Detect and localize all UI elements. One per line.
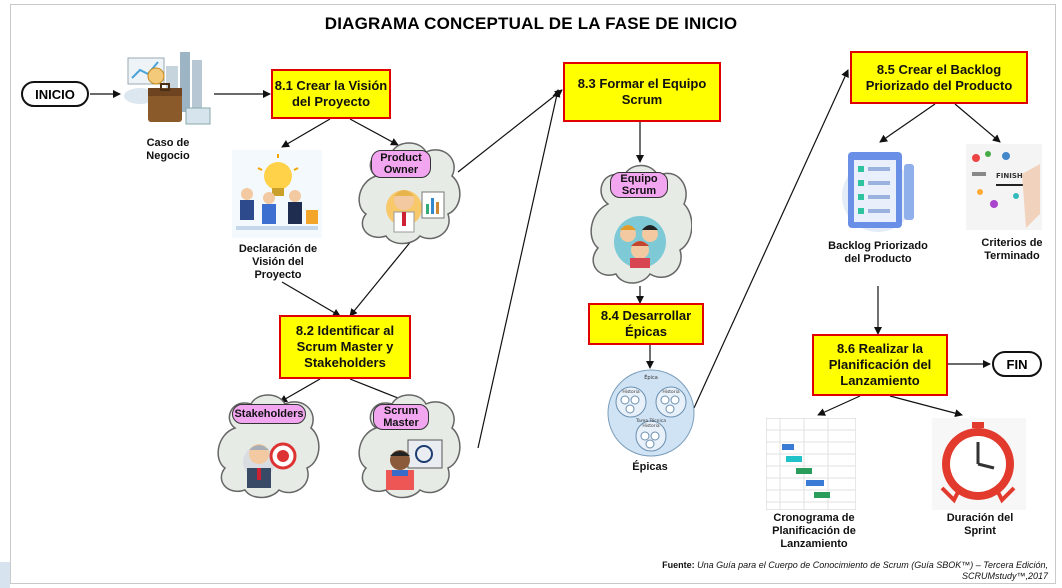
arrow-86-cronograma bbox=[817, 395, 861, 416]
vision-statement-illustration bbox=[232, 150, 322, 238]
caption-caso-negocio: Caso de Negocio bbox=[146, 137, 190, 162]
caption-declaracion-vision: Declaración de Visión del Proyecto bbox=[238, 243, 318, 281]
arrow-productowner-83 bbox=[457, 89, 563, 173]
business-case-illustration bbox=[124, 52, 211, 125]
label-product-owner: Product Owner bbox=[371, 150, 431, 178]
tarea-tecnica-label: Tarea Técnica bbox=[635, 417, 666, 424]
source-label: Fuente: bbox=[662, 560, 695, 570]
arrow-86-duracion bbox=[889, 395, 963, 418]
label-scrum-master: Scrum Master bbox=[373, 404, 429, 430]
caption-cronograma: Cronograma de Planificación de Lanzamien… bbox=[772, 512, 856, 550]
process-8-4: 8.4 Desarrollar Épicas bbox=[588, 303, 704, 345]
historia-label-3: Historia bbox=[642, 423, 660, 429]
historia-label-2: Historia bbox=[662, 389, 680, 395]
fin-terminal: FIN bbox=[992, 351, 1042, 377]
source-text-line2: SCRUMstudy™,2017 bbox=[961, 571, 1048, 581]
caption-epicas: Épicas bbox=[632, 461, 668, 473]
epics-illustration: Épica Historia Historia Historia Tarea T… bbox=[607, 369, 695, 457]
source-text-line1: Una Guía para el Cuerpo de Conocimiento … bbox=[697, 560, 1048, 570]
diagram-title: DIAGRAMA CONCEPTUAL DE LA FASE DE INICIO bbox=[324, 14, 738, 33]
process-8-3: 8.3 Formar el Equipo Scrum bbox=[563, 62, 721, 122]
caption-backlog: Backlog Priorizado del Producto bbox=[828, 240, 928, 265]
source-note: Fuente: Una Guía para el Cuerpo de Conoc… bbox=[662, 560, 1048, 582]
finish-word: FINISH bbox=[996, 172, 1023, 180]
done-criteria-illustration: FINISH bbox=[966, 144, 1042, 230]
arrow-declaracion-82 bbox=[281, 281, 341, 317]
arrow-scrummaster-83 bbox=[477, 89, 561, 449]
arrow-85-criterios bbox=[954, 103, 1001, 143]
label-equipo-scrum: Equipo Scrum bbox=[610, 172, 668, 198]
process-8-1: 8.1 Crear la Visión del Proyecto bbox=[271, 69, 391, 119]
process-8-2: 8.2 Identificar al Scrum Master y Stakeh… bbox=[279, 315, 411, 379]
arrow-epicas-85 bbox=[693, 69, 849, 409]
left-edge-strip bbox=[0, 562, 10, 588]
epica-label: Épica bbox=[644, 373, 658, 381]
backlog-illustration bbox=[842, 152, 914, 232]
sprint-duration-illustration bbox=[932, 418, 1026, 510]
caption-criterios-terminado: Criterios de Terminado bbox=[981, 237, 1043, 262]
historia-label-1: Historia bbox=[622, 389, 640, 395]
process-8-6: 8.6 Realizar la Planificación del Lanzam… bbox=[812, 334, 948, 396]
arrow-82-stakeholders bbox=[279, 378, 321, 403]
release-schedule-illustration bbox=[766, 418, 856, 510]
caption-duracion-sprint: Duración del Sprint bbox=[946, 512, 1014, 537]
arrow-81-declaracion bbox=[281, 118, 331, 148]
arrow-81-productowner bbox=[349, 118, 399, 146]
process-8-5: 8.5 Crear el Backlog Priorizado del Prod… bbox=[850, 51, 1028, 104]
arrow-productowner-82 bbox=[349, 239, 413, 317]
label-stakeholders: Stakeholders bbox=[232, 404, 306, 424]
arrow-85-backlog bbox=[879, 103, 936, 143]
inicio-terminal: INICIO bbox=[21, 81, 89, 107]
